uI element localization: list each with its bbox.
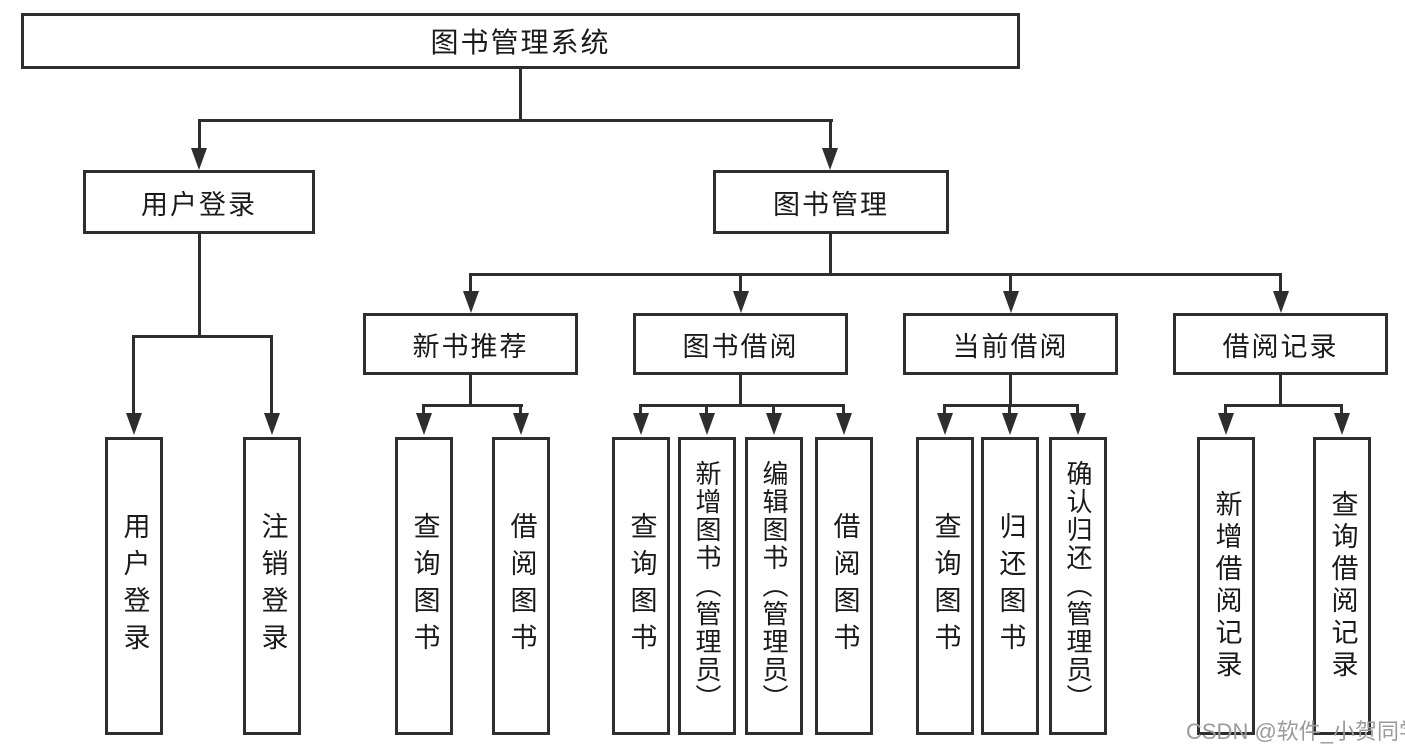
connector-drop bbox=[519, 406, 522, 414]
connector-group-drop bbox=[469, 375, 472, 404]
leaf-query-books-recommend: 查询图书 bbox=[395, 437, 453, 735]
connector-group-drop bbox=[739, 375, 742, 404]
leaf-borrow-books: 借阅图书 bbox=[815, 437, 873, 735]
leaf-return-books: 归还图书 bbox=[981, 437, 1039, 735]
connector-group-drop bbox=[1279, 375, 1282, 404]
connector-drop bbox=[639, 406, 642, 414]
node-new-book-recommend: 新书推荐 bbox=[363, 313, 578, 375]
connector-userlogin-rail bbox=[132, 335, 273, 338]
connector-level3-rail bbox=[469, 273, 1282, 276]
leaf-edit-books-admin: 编辑图书（管理员） bbox=[745, 437, 803, 735]
leaf-query-books-borrow: 查询图书 bbox=[612, 437, 670, 735]
connector-userlogin-drop bbox=[198, 234, 201, 336]
node-current-borrow: 当前借阅 bbox=[903, 313, 1118, 375]
arrowhead-down-icon bbox=[264, 413, 280, 435]
node-borrow-records: 借阅记录 bbox=[1173, 313, 1388, 375]
node-book-borrow: 图书借阅 bbox=[633, 313, 848, 375]
arrowhead-down-icon bbox=[191, 148, 207, 170]
leaf-add-books-admin: 新增图书（管理员） bbox=[678, 437, 736, 735]
connector-drop bbox=[1340, 406, 1343, 414]
arrowhead-down-icon bbox=[1070, 413, 1086, 435]
connector-drop bbox=[1279, 275, 1282, 291]
connector-bookmgmt-drop bbox=[829, 234, 832, 273]
node-root: 图书管理系统 bbox=[21, 13, 1020, 69]
arrowhead-down-icon bbox=[416, 413, 432, 435]
leaf-add-borrow-record: 新增借阅记录 bbox=[1197, 437, 1255, 735]
node-user-login: 用户登录 bbox=[83, 170, 315, 234]
leaf-query-books-current: 查询图书 bbox=[916, 437, 974, 735]
arrowhead-down-icon bbox=[1273, 291, 1289, 313]
arrowhead-down-icon bbox=[822, 148, 838, 170]
connector-drop bbox=[1009, 275, 1012, 291]
watermark-text: CSDN @软件_小贺同学 bbox=[1186, 719, 1405, 744]
connector-drop bbox=[1008, 406, 1011, 414]
arrowhead-down-icon bbox=[836, 413, 852, 435]
arrowhead-down-icon bbox=[1003, 291, 1019, 313]
leaf-query-borrow-record: 查询借阅记录 bbox=[1313, 437, 1371, 735]
arrowhead-down-icon bbox=[1218, 413, 1234, 435]
arrowhead-down-icon bbox=[1002, 413, 1018, 435]
connector-group-rail bbox=[639, 404, 845, 407]
connector-group-drop bbox=[1009, 375, 1012, 404]
arrowhead-down-icon bbox=[699, 413, 715, 435]
connector-drop bbox=[705, 406, 708, 414]
leaf-confirm-return-admin: 确认归还（管理员） bbox=[1049, 437, 1107, 735]
arrowhead-down-icon bbox=[766, 413, 782, 435]
connector-group-rail bbox=[422, 404, 523, 407]
node-book-management: 图书管理 bbox=[713, 170, 949, 234]
leaf-borrow-books-recommend: 借阅图书 bbox=[492, 437, 550, 735]
connector-drop bbox=[943, 406, 946, 414]
connector-drop bbox=[469, 275, 472, 291]
arrowhead-down-icon bbox=[937, 413, 953, 435]
connector-drop bbox=[270, 337, 273, 413]
arrowhead-down-icon bbox=[126, 413, 142, 435]
connector-drop bbox=[132, 337, 135, 413]
arrowhead-down-icon bbox=[733, 291, 749, 313]
connector-group-rail bbox=[1224, 404, 1343, 407]
connector-drop bbox=[1076, 406, 1079, 414]
connector-drop bbox=[198, 121, 201, 149]
connector-root-drop bbox=[519, 69, 522, 121]
connector-drop bbox=[1224, 406, 1227, 414]
arrowhead-down-icon bbox=[633, 413, 649, 435]
connector-drop bbox=[772, 406, 775, 414]
arrowhead-down-icon bbox=[463, 291, 479, 313]
connector-group-rail bbox=[943, 404, 1079, 407]
connector-drop bbox=[829, 121, 832, 149]
arrowhead-down-icon bbox=[513, 413, 529, 435]
connector-drop bbox=[739, 275, 742, 291]
leaf-logout: 注销登录 bbox=[243, 437, 301, 735]
connector-drop bbox=[842, 406, 845, 414]
connector-level2-rail bbox=[198, 119, 833, 122]
arrowhead-down-icon bbox=[1334, 413, 1350, 435]
connector-drop bbox=[422, 406, 425, 414]
leaf-user-login: 用户登录 bbox=[105, 437, 163, 735]
